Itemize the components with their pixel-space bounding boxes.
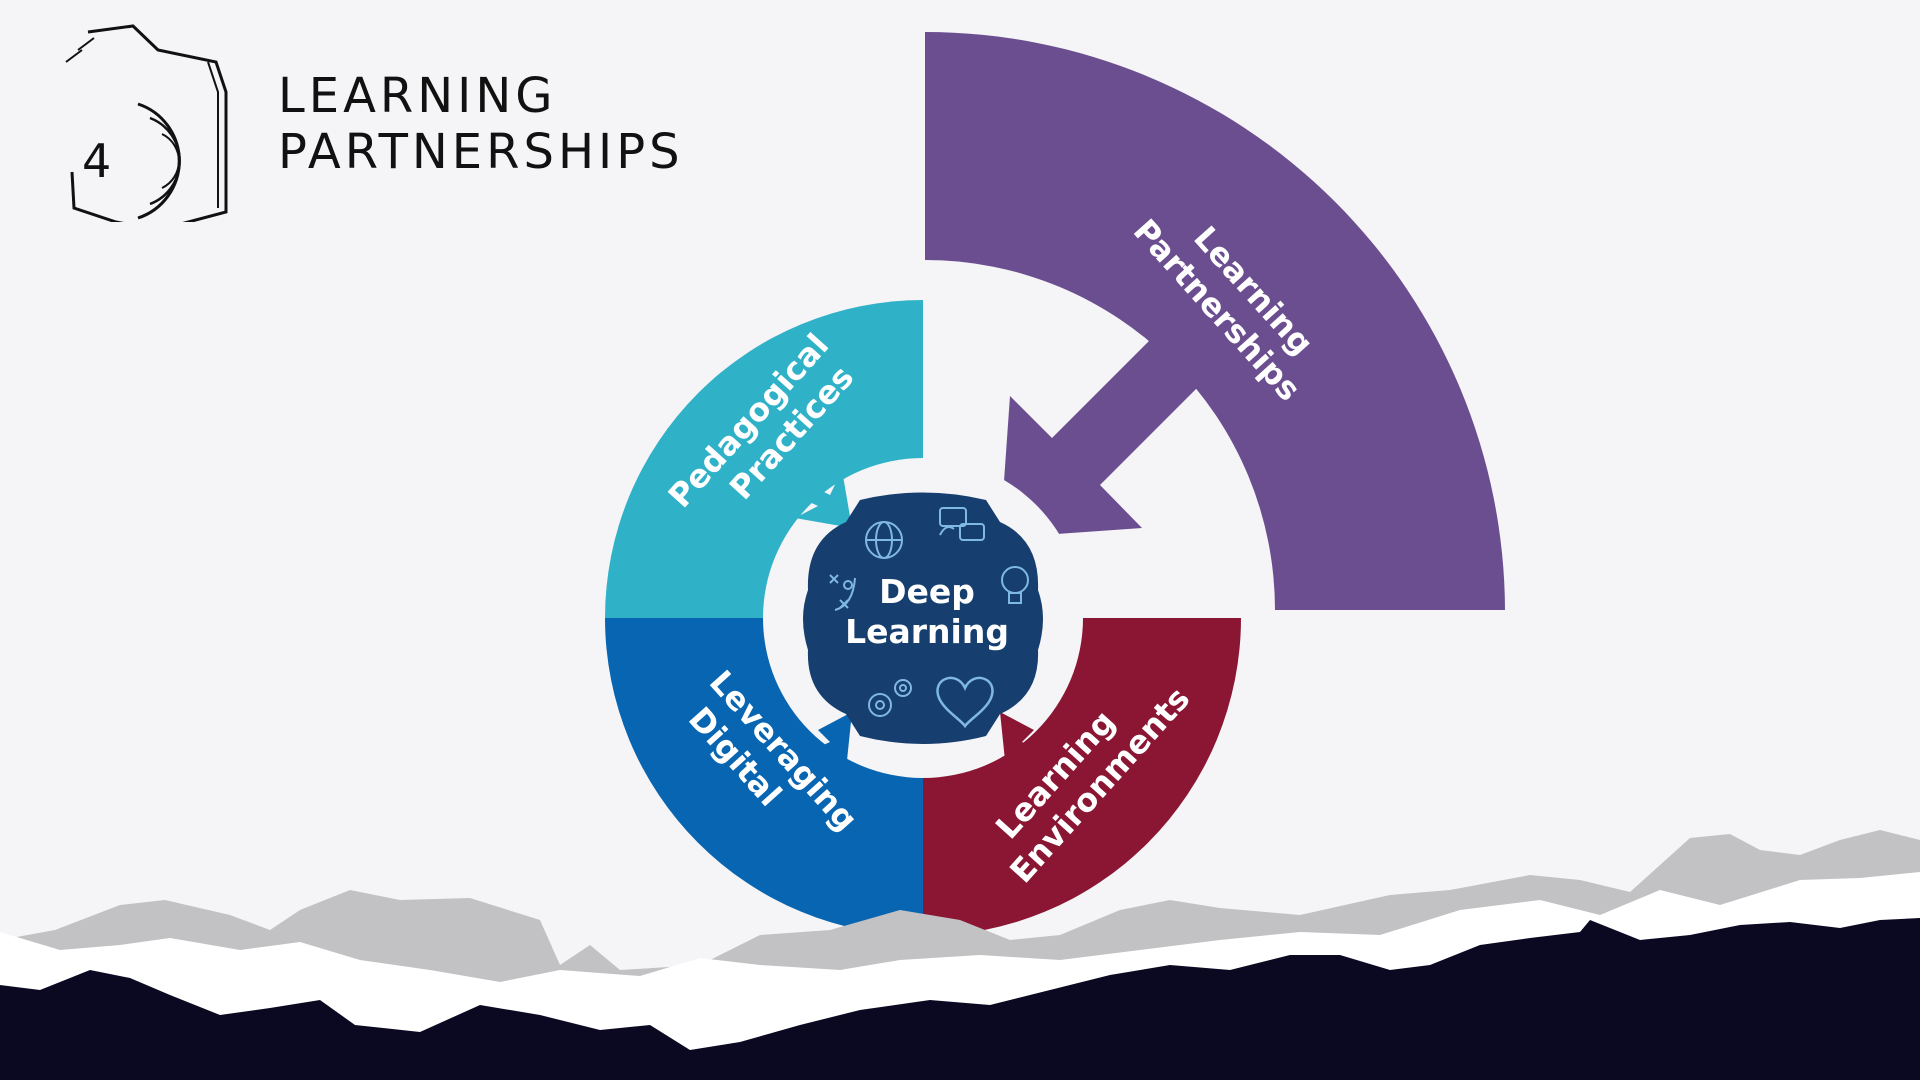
center-label-line-2: Learning [845, 612, 1009, 651]
chat-icon [939, 507, 985, 541]
arrow-environments [1000, 712, 1060, 774]
page-title: LEARNING PARTNERSHIPS [278, 68, 684, 180]
segment-pedagogical-practices [605, 300, 923, 618]
arrow-digital [790, 712, 852, 774]
segment-learning-partnerships [925, 32, 1505, 610]
lightbulb-icon [1001, 566, 1029, 604]
heart-icon [936, 676, 994, 729]
slide-number: 4 [82, 134, 112, 188]
segment-learning-environments [923, 618, 1241, 936]
title-line-1: LEARNING [278, 68, 557, 124]
strategy-icon [829, 574, 856, 611]
center-badge [803, 492, 1043, 744]
arrow-partnerships [1000, 328, 1210, 538]
segment-leveraging-digital [605, 618, 923, 936]
center-label-line-1: Deep [879, 572, 975, 611]
globe-icon [865, 521, 903, 559]
logo-icon [65, 24, 228, 222]
gears-icon [868, 679, 912, 717]
arrow-pedagogical [780, 470, 852, 528]
mountain-footer [0, 830, 1920, 1080]
title-line-2: PARTNERSHIPS [278, 124, 684, 180]
